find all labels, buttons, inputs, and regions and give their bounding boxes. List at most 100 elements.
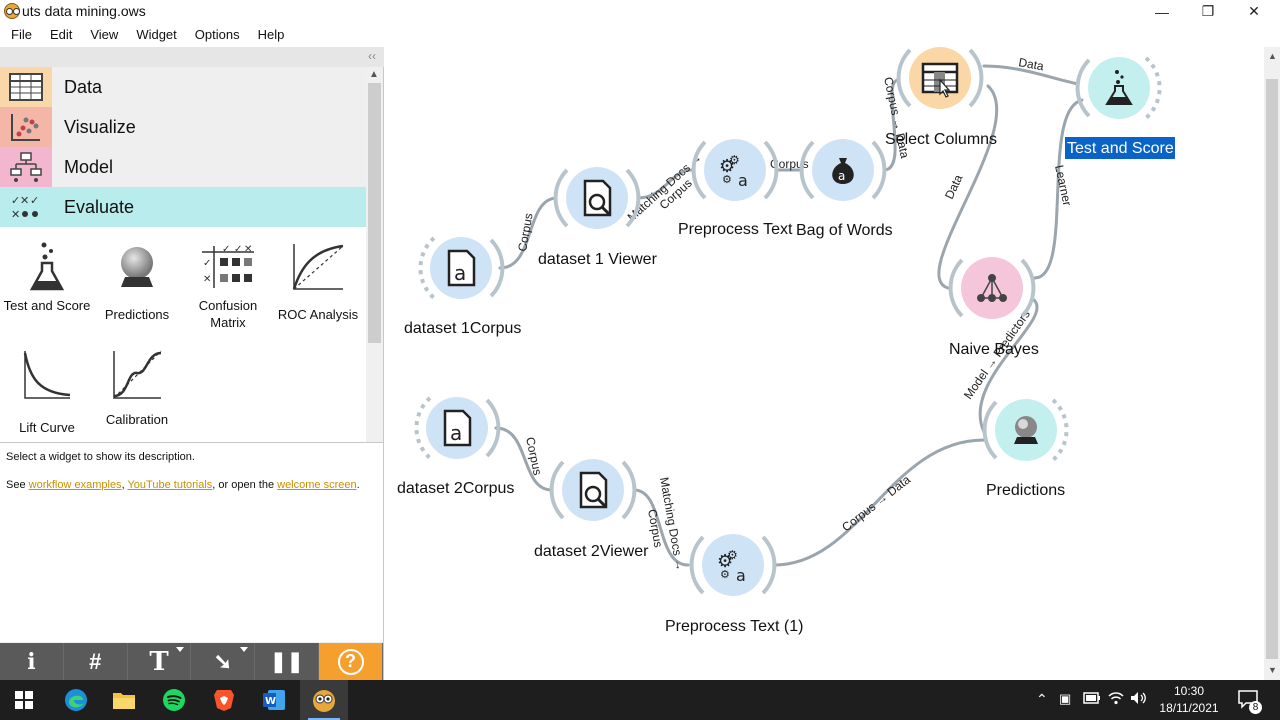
- tool-lift-curve[interactable]: Lift Curve: [2, 345, 92, 445]
- link-v2-pp2[interactable]: [632, 488, 690, 567]
- windows-start-icon[interactable]: [0, 680, 48, 720]
- node-naive-bayes[interactable]: [948, 257, 1036, 319]
- arrow-annotation-icon[interactable]: ➘: [191, 643, 256, 680]
- wifi-icon[interactable]: [1108, 691, 1124, 708]
- maximize-button[interactable]: ❐: [1201, 3, 1215, 19]
- workflow-canvas[interactable]: Corpus Matching Docs → Corpus Corpus Cor…: [384, 47, 1264, 680]
- menu-widget[interactable]: Widget: [136, 27, 177, 42]
- svg-text:a: a: [454, 261, 466, 285]
- svg-text:a: a: [736, 566, 746, 585]
- battery-icon[interactable]: [1083, 691, 1101, 707]
- gear-icon: ⚙⚙⚙a: [719, 153, 748, 190]
- category-label: Data: [52, 67, 366, 107]
- catalog-scrollbar[interactable]: ▲ ▼: [366, 67, 383, 483]
- menu-help[interactable]: Help: [257, 27, 285, 42]
- network-icon: [977, 274, 1007, 302]
- brave-icon[interactable]: [200, 680, 248, 720]
- node-preprocess-text[interactable]: ⚙⚙⚙a: [691, 139, 779, 201]
- dropdown-arrow-icon: [176, 647, 185, 652]
- node-test-and-score[interactable]: [1075, 56, 1162, 120]
- category-visualize[interactable]: Visualize: [0, 107, 366, 147]
- link-sel-nb[interactable]: [937, 84, 999, 290]
- link-bow-sel[interactable]: [882, 78, 900, 172]
- word-icon[interactable]: W: [250, 680, 298, 720]
- category-model[interactable]: Model: [0, 147, 366, 187]
- widget-catalog: Data Visualize Model ✓✕✓✕ Evaluate: [0, 67, 366, 483]
- welcome-screen-link[interactable]: welcome screen: [277, 479, 357, 491]
- node-dataset-2-viewer[interactable]: [549, 459, 637, 521]
- svg-text:⚙: ⚙: [719, 156, 735, 177]
- table-icon: [0, 67, 52, 107]
- orange-app-icon[interactable]: [300, 680, 348, 720]
- tool-test-and-score[interactable]: Test and Score: [2, 237, 92, 337]
- meet-now-icon[interactable]: ▣: [1059, 691, 1072, 706]
- workflow-graph[interactable]: Corpus Matching Docs → Corpus Corpus Cor…: [384, 47, 1264, 680]
- pause-icon[interactable]: ❚❚: [255, 643, 320, 680]
- minimize-button[interactable]: —: [1155, 3, 1169, 20]
- file-explorer-icon[interactable]: [100, 680, 148, 720]
- tool-confusion-matrix[interactable]: ✓✓✕✓✕ Confusion Matrix: [183, 237, 273, 337]
- calibration-icon: [92, 345, 182, 405]
- link-nb-pred[interactable]: [978, 298, 1039, 434]
- tool-roc-analysis[interactable]: ROC Analysis: [273, 237, 363, 337]
- node-predictions[interactable]: [982, 398, 1069, 462]
- scrollbar-thumb[interactable]: [368, 83, 381, 343]
- youtube-tutorials-link[interactable]: YouTube tutorials: [127, 479, 213, 491]
- scroll-up-icon[interactable]: ▲: [1268, 51, 1277, 61]
- canvas-scrollbar[interactable]: ▲ ▼: [1264, 47, 1280, 680]
- select-columns-icon: [921, 62, 959, 98]
- grid-icon[interactable]: #: [64, 643, 128, 680]
- link-ds2-v2[interactable]: [494, 426, 554, 492]
- tool-label: Lift Curve: [19, 420, 75, 435]
- menu-view[interactable]: View: [90, 27, 119, 42]
- node-dataset-2[interactable]: a: [414, 396, 501, 460]
- svg-text:a: a: [450, 421, 462, 445]
- svg-text:✓: ✓: [203, 258, 211, 269]
- link-ts-nb[interactable]: [1032, 98, 1084, 280]
- tool-predictions[interactable]: Predictions: [92, 237, 182, 337]
- node-select-columns[interactable]: [896, 47, 984, 109]
- link-label: Corpus → Data: [839, 472, 913, 534]
- notification-icon[interactable]: [1238, 690, 1260, 713]
- title-bar: uts data mining.ows — ❐ ✕: [0, 0, 1280, 23]
- link-ds1-v1[interactable]: [498, 196, 558, 270]
- collapse-panel-button[interactable]: ‹‹: [368, 49, 376, 63]
- tool-calibration[interactable]: Calibration: [92, 345, 182, 445]
- workflow-examples-link[interactable]: workflow examples: [28, 479, 122, 491]
- dropdown-arrow-icon: [240, 647, 249, 652]
- edge-icon[interactable]: [52, 680, 100, 720]
- spotify-icon[interactable]: [150, 680, 198, 720]
- scatter-icon: [0, 107, 52, 147]
- menu-options[interactable]: Options: [194, 27, 240, 42]
- category-label: Visualize: [52, 107, 366, 147]
- canvas-toolbar: i # T ➘ ❚❚ ?: [0, 643, 383, 680]
- svg-text:✕: ✕: [20, 194, 29, 207]
- menu-edit[interactable]: Edit: [49, 27, 73, 42]
- help-icon[interactable]: ?: [319, 643, 383, 680]
- flask-icon: [2, 237, 92, 297]
- link-label: Corpus: [645, 508, 666, 549]
- system-clock[interactable]: 10:30 18/11/2021: [1152, 683, 1226, 717]
- chevron-up-icon[interactable]: ⌃: [1036, 691, 1048, 707]
- text-annotation-icon[interactable]: T: [128, 643, 192, 680]
- node-dataset-1[interactable]: a: [418, 236, 505, 300]
- node-label: dataset 1Corpus: [404, 320, 521, 337]
- svg-text:⚙: ⚙: [717, 551, 733, 572]
- link-v1-pp1[interactable]: [636, 168, 694, 200]
- clock-time: 10:30: [1173, 684, 1205, 698]
- menu-file[interactable]: File: [11, 27, 32, 42]
- scroll-down-icon[interactable]: ▼: [1268, 665, 1277, 675]
- scroll-up-icon[interactable]: ▲: [369, 69, 379, 80]
- info-icon[interactable]: i: [0, 643, 64, 680]
- scrollbar-thumb[interactable]: [1266, 79, 1278, 659]
- node-preprocess-text-1[interactable]: ⚙⚙⚙a: [689, 534, 777, 596]
- link-sel-ts[interactable]: [982, 64, 1080, 86]
- link-pp2-pred[interactable]: [772, 438, 986, 567]
- category-data[interactable]: Data: [0, 67, 366, 107]
- category-evaluate[interactable]: ✓✕✓✕ Evaluate: [0, 187, 366, 227]
- node-bag-of-words[interactable]: a: [799, 139, 887, 201]
- speaker-icon[interactable]: [1130, 691, 1148, 708]
- tool-label: Predictions: [104, 307, 170, 322]
- node-dataset-1-viewer[interactable]: [553, 167, 641, 229]
- close-button[interactable]: ✕: [1248, 3, 1260, 19]
